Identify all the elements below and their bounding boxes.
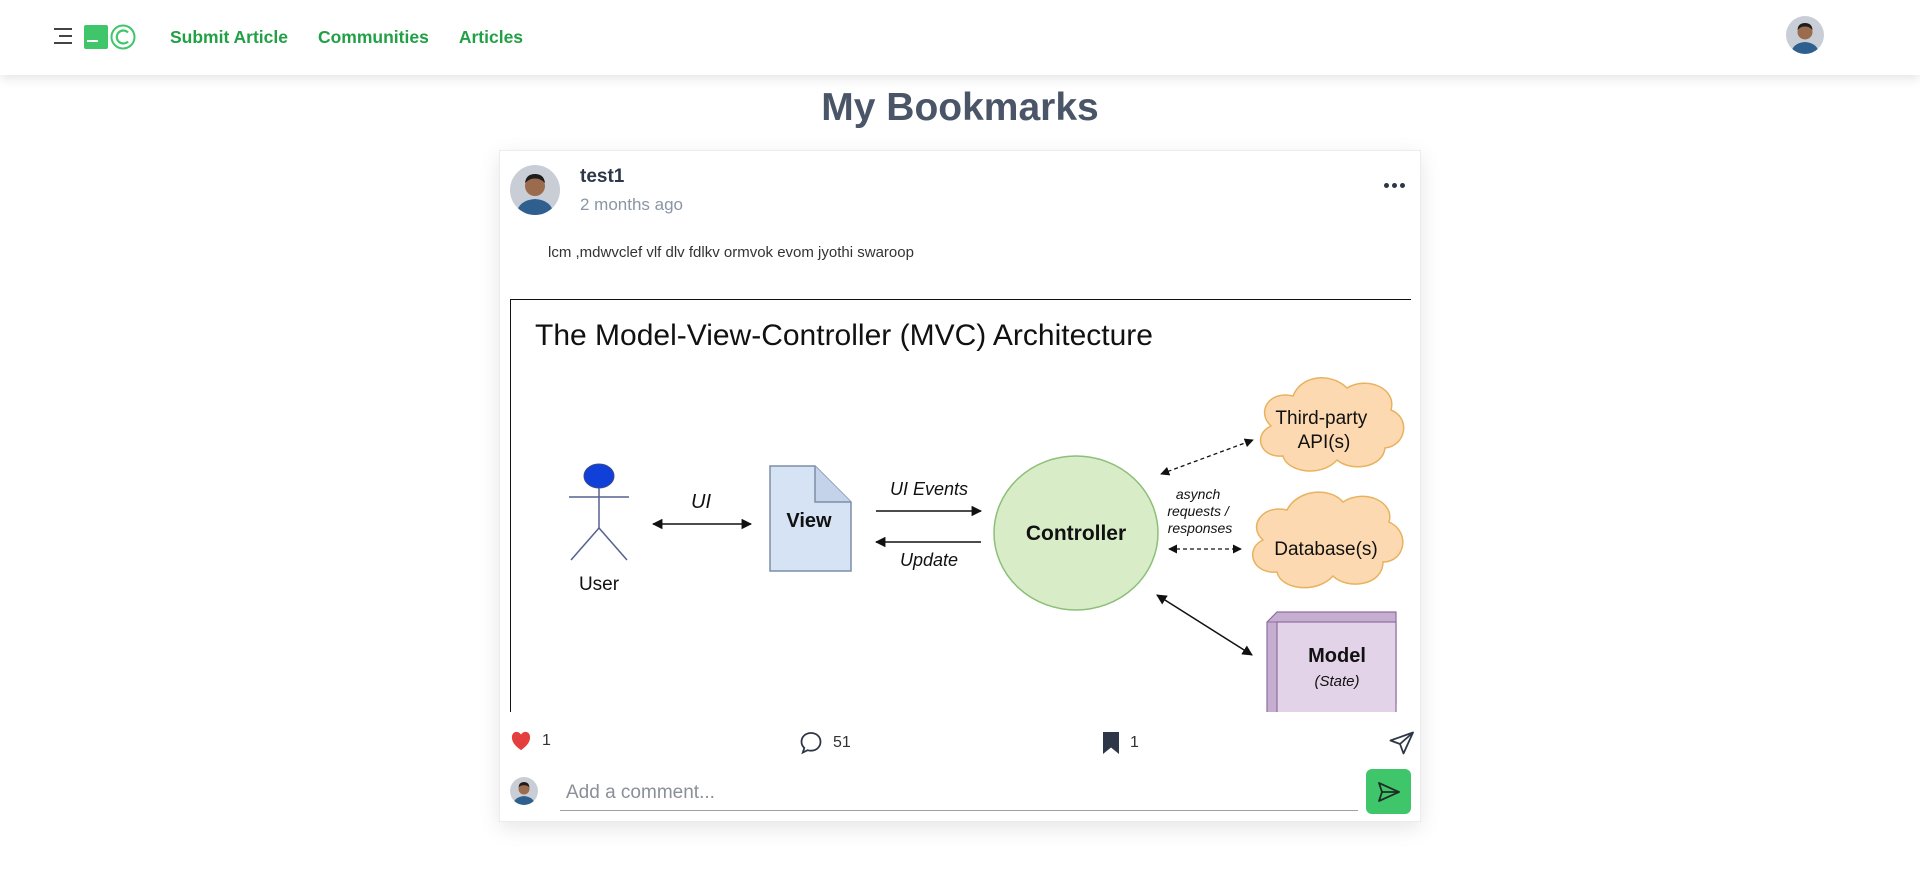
bookmark-post-card: test1 2 months ago lcm ,mdwvclef vlf dlv… xyxy=(499,150,1421,822)
nav-link-communities[interactable]: Communities xyxy=(317,27,429,47)
async-label-3: responses xyxy=(1168,520,1233,536)
state-label: (State) xyxy=(1314,673,1359,690)
svg-text:asynch requests /: asynch requests / responses xyxy=(1167,486,1232,536)
author-name[interactable]: test1 xyxy=(580,166,625,187)
more-options-icon[interactable] xyxy=(1384,179,1406,191)
model-label: Model xyxy=(1308,645,1366,667)
thirdparty-label-2: API(s) xyxy=(1298,432,1351,453)
send-comment-button[interactable] xyxy=(1366,769,1411,814)
main-nav: Submit Article Communities Articles xyxy=(170,27,523,48)
heart-icon xyxy=(511,731,531,751)
async-label-2: requests / xyxy=(1167,503,1231,519)
bookmark-count: 1 xyxy=(1130,734,1139,751)
database-label: Database(s) xyxy=(1274,539,1378,560)
commenter-avatar xyxy=(510,777,538,805)
post-image: The Model-View-Controller (MVC) Architec… xyxy=(510,299,1411,712)
page-title: My Bookmarks xyxy=(821,86,1099,129)
site-logo[interactable] xyxy=(84,24,136,50)
bookmark-icon xyxy=(1103,732,1119,754)
comment-icon xyxy=(800,732,822,755)
thirdparty-label-1: Third-party xyxy=(1275,408,1367,429)
top-navbar: Submit Article Communities Articles xyxy=(0,0,1920,75)
nav-link-submit-article[interactable]: Submit Article xyxy=(170,27,288,47)
user-figure xyxy=(569,463,629,561)
post-timestamp: 2 months ago xyxy=(580,195,684,214)
like-count: 1 xyxy=(542,732,551,749)
database-cloud: Database(s) xyxy=(1252,491,1404,589)
post-actions: 1 51 1 xyxy=(510,731,1415,761)
like-button[interactable]: 1 xyxy=(510,731,551,751)
view-label: View xyxy=(786,510,832,532)
figure-title: The Model-View-Controller (MVC) Architec… xyxy=(535,319,1153,352)
comment-button[interactable]: 51 xyxy=(799,731,851,755)
user-avatar[interactable] xyxy=(1786,16,1824,54)
ui-label: UI xyxy=(691,491,711,513)
nav-link-articles[interactable]: Articles xyxy=(458,27,524,47)
comment-input[interactable] xyxy=(560,775,1358,811)
send-icon xyxy=(1377,781,1400,802)
model-box: Model (State) xyxy=(1266,611,1397,712)
thirdparty-cloud: Third-party API(s) xyxy=(1259,377,1405,472)
author-avatar[interactable] xyxy=(510,165,560,215)
share-icon xyxy=(1389,731,1414,755)
menu-icon[interactable] xyxy=(52,26,72,46)
controller-label: Controller xyxy=(1026,522,1126,545)
ui-events-label: UI Events xyxy=(890,479,968,499)
update-label: Update xyxy=(900,550,958,570)
user-label: User xyxy=(579,574,620,595)
svg-text:Third-party API(s): Third-party API(s) xyxy=(1275,408,1372,453)
comment-composer xyxy=(510,769,1415,815)
post-body: lcm ,mdwvclef vlf dlv fdlkv ormvok evom … xyxy=(548,244,914,261)
bookmark-button[interactable]: 1 xyxy=(1102,731,1139,755)
share-button[interactable] xyxy=(1389,731,1415,760)
comment-count: 51 xyxy=(833,734,851,751)
async-label-1: asynch xyxy=(1176,486,1221,502)
